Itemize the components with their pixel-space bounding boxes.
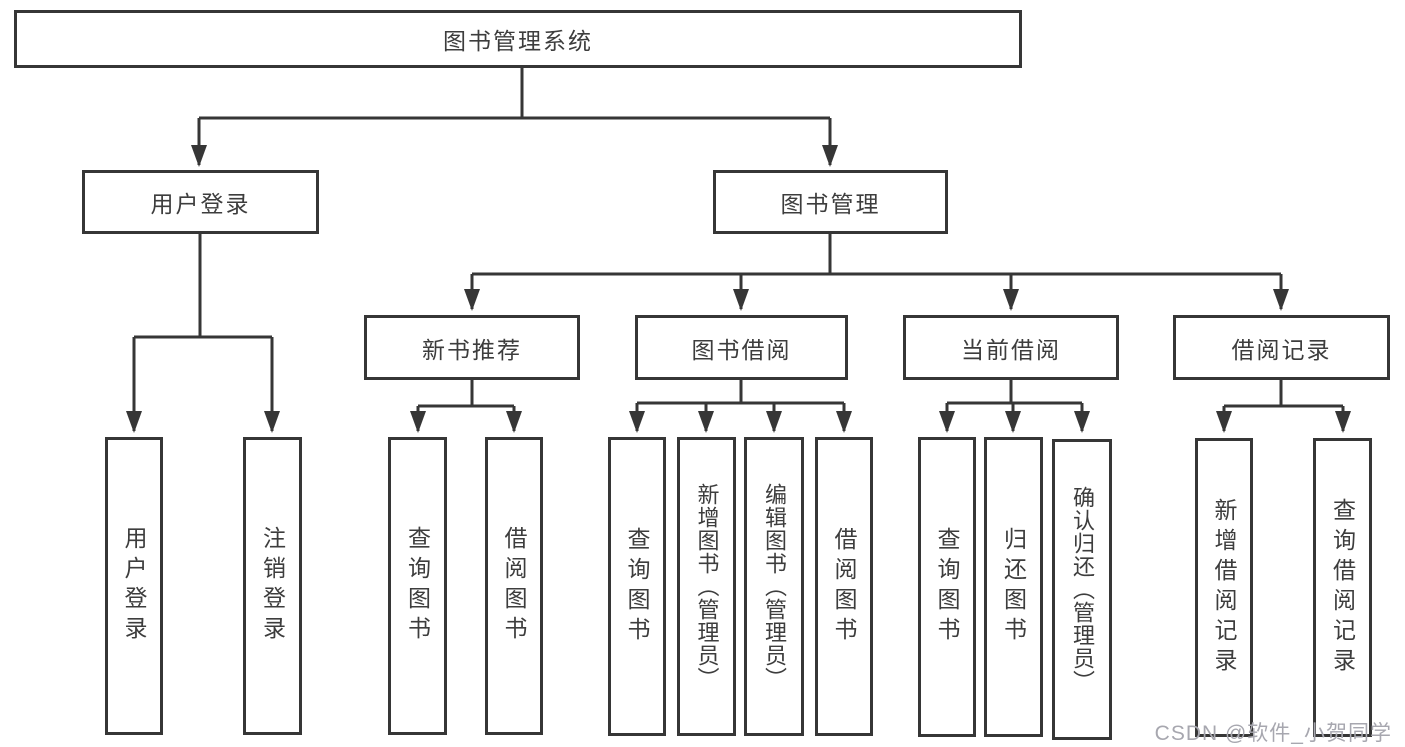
leaf-query-books-borrow-label: 查询图书 — [624, 526, 650, 647]
node-book-management-label: 图书管理 — [780, 191, 881, 217]
node-current-borrowing: 当前借阅 — [903, 315, 1119, 380]
leaf-add-borrow-record-label: 新增借阅记录 — [1211, 497, 1237, 678]
node-current-borrowing-label: 当前借阅 — [961, 336, 1061, 363]
csdn-watermark: CSDN @软件_小贺同学 — [1154, 722, 1392, 745]
leaf-query-books-recommend: 查询图书 — [388, 437, 447, 735]
leaf-logout: 注销登录 — [243, 437, 302, 735]
leaf-borrow-books-recommend-label: 借阅图书 — [501, 526, 527, 646]
node-user-login-label: 用户登录 — [150, 191, 251, 217]
node-user-login: 用户登录 — [82, 170, 319, 234]
leaf-user-login-label: 用户登录 — [121, 526, 147, 646]
leaf-add-borrow-record: 新增借阅记录 — [1195, 438, 1253, 737]
leaf-logout-label: 注销登录 — [259, 526, 286, 646]
node-new-book-recommendation-label: 新书推荐 — [422, 336, 522, 363]
node-root-label: 图书管理系统 — [443, 28, 593, 54]
leaf-add-books-admin-label: 新增图书（管理员） — [694, 483, 720, 690]
leaf-borrow-books-recommend: 借阅图书 — [485, 437, 543, 735]
leaf-query-borrow-record: 查询借阅记录 — [1313, 438, 1372, 737]
node-borrowing-records-label: 借阅记录 — [1231, 336, 1332, 363]
leaf-borrow-books-label: 借阅图书 — [831, 526, 857, 647]
leaf-return-books-label: 归还图书 — [1000, 527, 1027, 647]
node-book-management: 图书管理 — [713, 170, 948, 234]
node-borrowing-records: 借阅记录 — [1173, 315, 1390, 380]
leaf-query-books-current-label: 查询图书 — [934, 527, 960, 647]
leaf-confirm-return-admin-label: 确认归还（管理员） — [1070, 486, 1095, 693]
leaf-edit-books-admin-label: 编辑图书（管理员） — [762, 483, 787, 690]
node-root-system: 图书管理系统 — [14, 10, 1022, 68]
node-book-borrowing-label: 图书借阅 — [691, 336, 792, 363]
node-book-borrowing: 图书借阅 — [635, 315, 848, 380]
leaf-edit-books-admin: 编辑图书（管理员） — [744, 437, 804, 736]
leaf-query-books-borrow: 查询图书 — [608, 437, 666, 736]
leaf-query-borrow-record-label: 查询借阅记录 — [1329, 497, 1356, 678]
leaf-borrow-books: 借阅图书 — [815, 437, 873, 736]
leaf-add-books-admin: 新增图书（管理员） — [677, 437, 736, 736]
leaf-confirm-return-admin: 确认归还（管理员） — [1052, 439, 1112, 740]
leaf-user-login: 用户登录 — [105, 437, 163, 735]
leaf-return-books: 归还图书 — [984, 437, 1043, 737]
leaf-query-books-recommend-label: 查询图书 — [404, 526, 431, 646]
leaf-query-books-current: 查询图书 — [918, 437, 976, 737]
node-new-book-recommendation: 新书推荐 — [364, 315, 580, 380]
